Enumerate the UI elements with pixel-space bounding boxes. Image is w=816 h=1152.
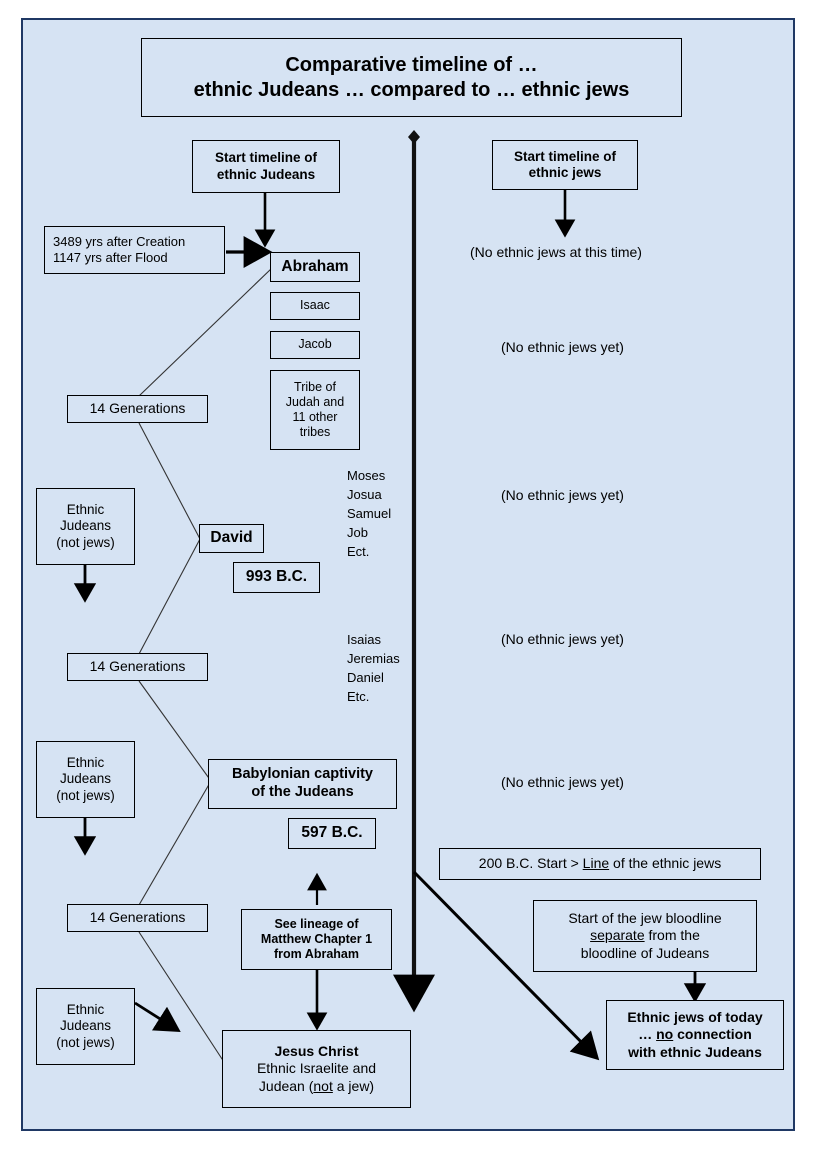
david-label: David: [210, 529, 253, 547]
no-jews-yet-note-2: (No ethnic jews yet): [501, 487, 624, 503]
abraham-box[interactable]: Abraham: [270, 252, 360, 282]
start-line-ethnic-jews-box[interactable]: 200 B.C. Start > Line of the ethnic jews: [439, 848, 761, 880]
bloodline-line-1: Start of the jew bloodline: [568, 910, 722, 927]
ethnic-judeans-1-line-3: (not jews): [56, 534, 115, 550]
babylonian-date-label: 597 B.C.: [301, 824, 363, 842]
david-date-label: 993 B.C.: [245, 568, 308, 586]
ethnic-judeans-2-line-1: Ethnic: [66, 754, 105, 770]
david-box[interactable]: David: [199, 524, 264, 553]
generations-box-2[interactable]: 14 Generations: [67, 653, 208, 681]
today-line-2-underline: no: [656, 1026, 674, 1043]
abraham-label: Abraham: [281, 257, 349, 275]
today-line-2-pre: …: [638, 1026, 657, 1043]
start-line-text: 200 B.C. Start > Line of the ethnic jews: [479, 855, 721, 872]
jacob-label: Jacob: [298, 337, 332, 352]
ethnic-judeans-3-line-3: (not jews): [56, 1034, 115, 1050]
generations-label-2: 14 Generations: [89, 658, 186, 675]
prophet-list-1-item-4: Ect.: [347, 544, 370, 559]
ethnic-judeans-1-line-1: Ethnic: [66, 501, 105, 517]
ethnic-judeans-note-3[interactable]: Ethnic Judeans (not jews): [36, 988, 135, 1065]
start-line-underline: Line: [582, 855, 610, 872]
ethnic-judeans-3-line-2: Judeans: [59, 1018, 112, 1034]
matthew-lineage-box[interactable]: See lineage of Matthew Chapter 1 from Ab…: [241, 909, 392, 970]
prophet-list-1-item-1: Josua: [347, 487, 382, 502]
creation-line-2: 1147 yrs after Flood: [53, 250, 168, 265]
prophet-list-2-item-3: Etc.: [347, 689, 370, 704]
jesus-line-1: Jesus Christ: [274, 1043, 359, 1060]
prophet-list-2-item-2: Daniel: [347, 670, 384, 685]
tribe-label: Tribe of Judah and 11 other tribes: [285, 379, 345, 440]
prophet-list-1-item-2: Samuel: [347, 506, 392, 521]
start-jews-line-2: ethnic jews: [528, 165, 602, 180]
babylonian-line-2: of the Judeans: [251, 784, 354, 800]
prophet-list-1-item-0: Moses: [347, 468, 386, 483]
start-jews-line-1: Start timeline of: [513, 148, 616, 164]
no-jews-yet-note-4: (No ethnic jews yet): [501, 774, 624, 790]
jesus-line-2: Ethnic Israelite and: [256, 1060, 377, 1077]
prophet-list-2-item-0: Isaias: [347, 632, 381, 647]
matthew-line-2: Matthew Chapter 1: [260, 931, 373, 946]
title-line-1: Comparative timeline of …: [285, 54, 538, 77]
today-line-2: … no connection: [638, 1026, 752, 1043]
start-timeline-judeans-box[interactable]: Start timeline of ethnic Judeans: [192, 140, 340, 193]
jacob-box[interactable]: Jacob: [270, 331, 360, 359]
david-date-box[interactable]: 993 B.C.: [233, 562, 320, 593]
jesus-line-3-post: a jew): [332, 1077, 375, 1094]
prophet-list-1-item-3: Job: [347, 525, 368, 540]
bloodline-line-2-underline: separate: [590, 927, 645, 944]
babylonian-date-box[interactable]: 597 B.C.: [288, 818, 376, 849]
diagram-title: Comparative timeline of … ethnic Judeans…: [141, 38, 682, 117]
tribe-of-judah-box[interactable]: Tribe of Judah and 11 other tribes: [270, 370, 360, 450]
start-judeans-line-2: ethnic Judeans: [216, 166, 316, 182]
jew-bloodline-box[interactable]: Start of the jew bloodline separate from…: [533, 900, 757, 972]
prophet-list-2-item-1: Jeremias: [347, 651, 400, 666]
ethnic-jews-today-box[interactable]: Ethnic jews of today … no connection wit…: [606, 1000, 784, 1070]
creation-line-1: 3489 yrs after Creation: [53, 234, 186, 250]
today-line-3: with ethnic Judeans: [628, 1043, 762, 1060]
bloodline-line-3: bloodline of Judeans: [580, 944, 710, 961]
start-judeans-line-1: Start timeline of: [214, 150, 317, 166]
matthew-line-3: from Abraham: [274, 947, 359, 962]
generations-label-1: 14 Generations: [89, 400, 186, 417]
ethnic-judeans-note-2[interactable]: Ethnic Judeans (not jews): [36, 741, 135, 818]
isaac-label: Isaac: [300, 298, 330, 313]
ethnic-judeans-3-line-1: Ethnic: [66, 1001, 105, 1017]
no-jews-yet-note-3: (No ethnic jews yet): [501, 631, 624, 647]
ethnic-judeans-2-line-2: Judeans: [59, 771, 112, 787]
no-jews-yet-note-1: (No ethnic jews yet): [501, 339, 624, 355]
start-line-pre: 200 B.C. Start >: [478, 855, 583, 872]
start-timeline-jews-box[interactable]: Start timeline of ethnic jews: [492, 140, 638, 190]
jesus-line-3-pre: Judean (: [258, 1077, 314, 1094]
jesus-line-3: Judean (not a jew): [259, 1078, 374, 1095]
title-line-2: ethnic Judeans … compared to … ethnic je…: [193, 78, 630, 101]
bloodline-line-2: separate from the: [590, 927, 700, 944]
ethnic-judeans-note-1[interactable]: Ethnic Judeans (not jews): [36, 488, 135, 565]
babylonian-captivity-box[interactable]: Babylonian captivity of the Judeans: [208, 759, 397, 809]
bloodline-line-2-post: from the: [644, 927, 700, 944]
creation-flood-box[interactable]: 3489 yrs after Creation 1147 yrs after F…: [44, 226, 225, 274]
ethnic-judeans-1-line-2: Judeans: [59, 518, 112, 534]
generations-box-3[interactable]: 14 Generations: [67, 904, 208, 932]
jesus-christ-box[interactable]: Jesus Christ Ethnic Israelite and Judean…: [222, 1030, 411, 1108]
no-jews-at-this-time-note: (No ethnic jews at this time): [470, 244, 642, 260]
isaac-box[interactable]: Isaac: [270, 292, 360, 320]
babylonian-line-1: Babylonian captivity: [231, 766, 373, 783]
jesus-line-3-underline: not: [313, 1077, 333, 1094]
generations-box-1[interactable]: 14 Generations: [67, 395, 208, 423]
today-line-1: Ethnic jews of today: [627, 1009, 763, 1026]
matthew-line-1: See lineage of: [274, 916, 359, 931]
start-line-post: of the ethnic jews: [609, 855, 722, 872]
generations-label-3: 14 Generations: [89, 909, 186, 926]
today-line-2-post: connection: [673, 1026, 752, 1043]
ethnic-judeans-2-line-3: (not jews): [56, 787, 115, 803]
